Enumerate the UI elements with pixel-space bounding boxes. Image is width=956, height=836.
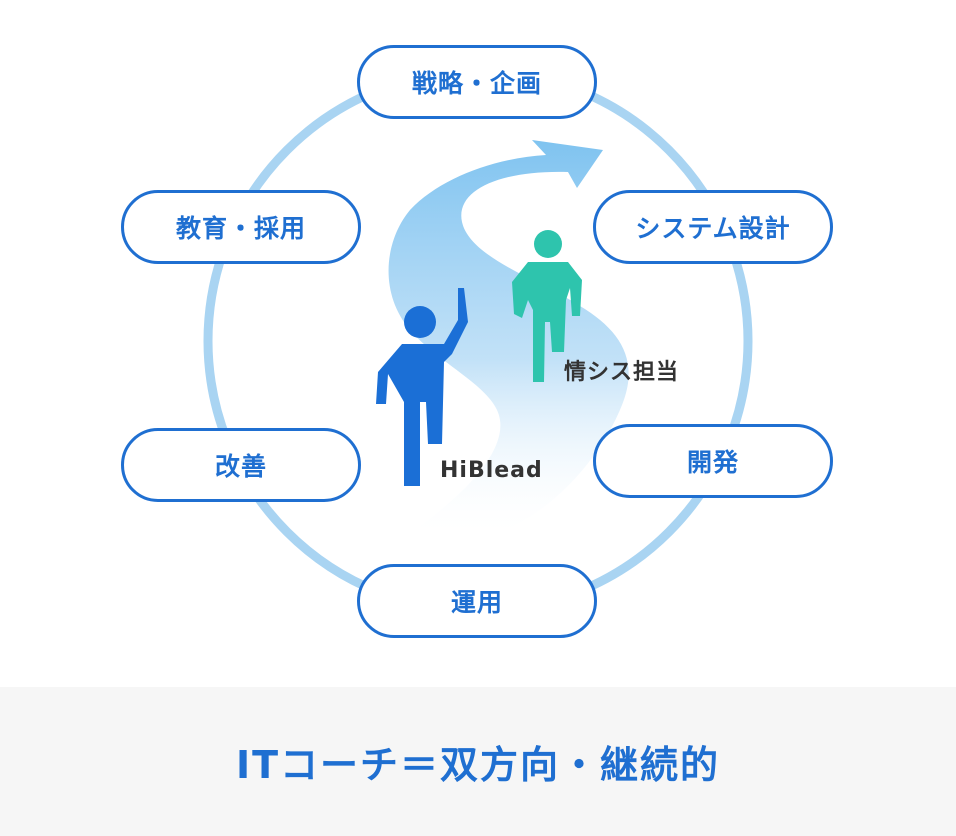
- winding-path-arrow: [388, 140, 629, 540]
- staff-label: 情シス担当: [564, 360, 680, 385]
- step-label: 戦略・企画: [411, 69, 542, 98]
- step-system-design: システム設計: [593, 190, 833, 264]
- step-operation: 運用: [357, 564, 597, 638]
- step-development: 開発: [593, 424, 833, 498]
- step-education-hiring: 教育・採用: [121, 190, 361, 264]
- step-label: システム設計: [635, 214, 791, 243]
- step-improvement: 改善: [121, 428, 361, 502]
- step-label: 教育・採用: [175, 214, 306, 243]
- coach-figure-icon: [376, 288, 468, 486]
- footer-band: ITコーチ＝双方向・継続的: [0, 687, 956, 836]
- step-label: 開発: [686, 448, 739, 477]
- step-label: 改善: [214, 452, 267, 481]
- staff-figure-icon: [512, 230, 582, 382]
- footer-title: ITコーチ＝双方向・継続的: [235, 743, 721, 787]
- coach-label: HiBlead: [440, 458, 543, 483]
- step-label: 運用: [450, 588, 503, 617]
- step-strategy-planning: 戦略・企画: [357, 45, 597, 119]
